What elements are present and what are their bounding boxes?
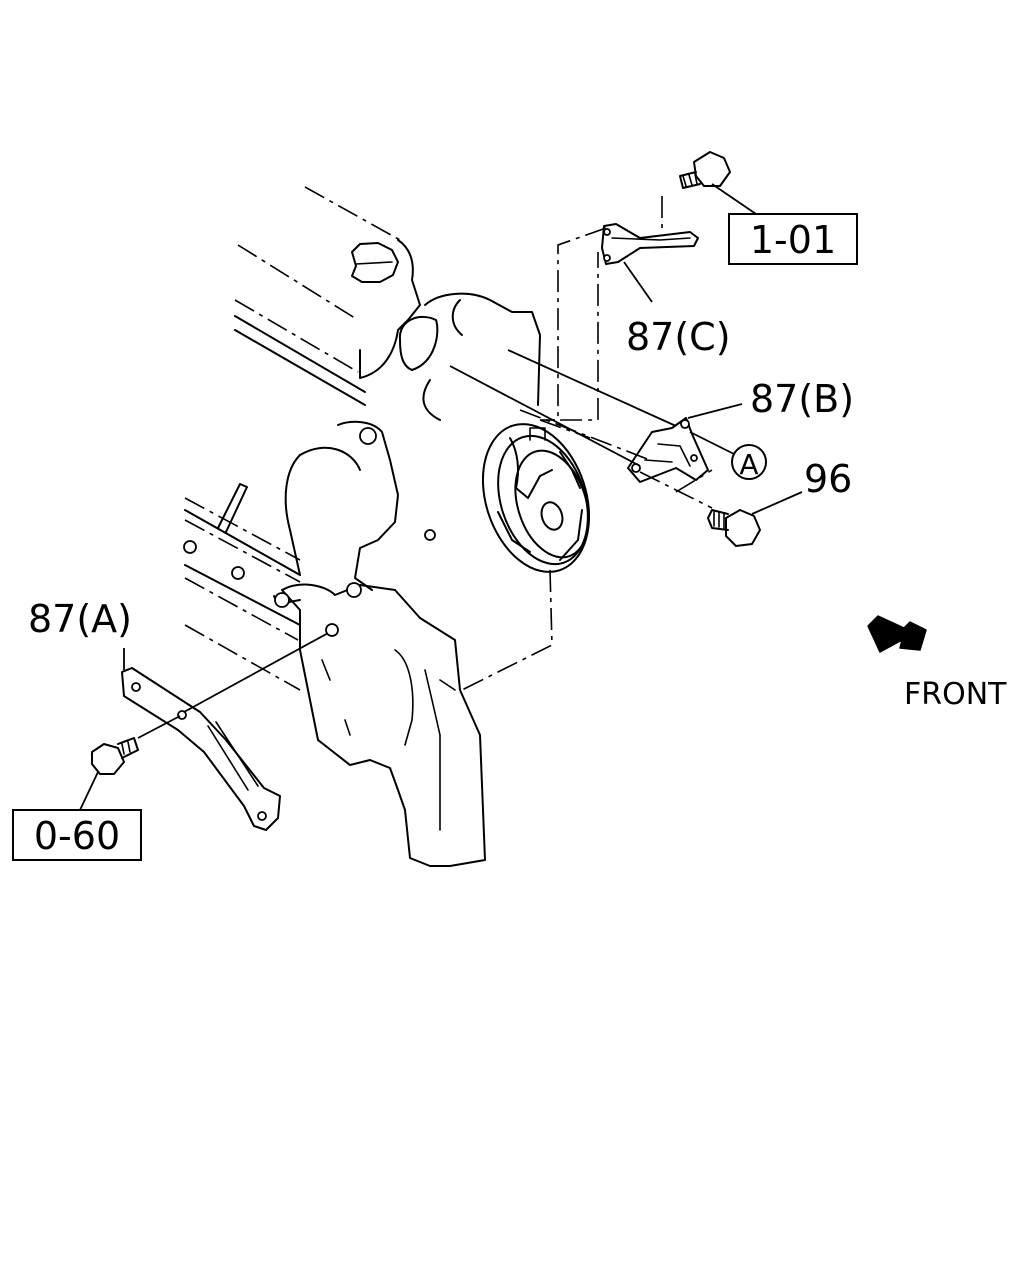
ref-0-60-label: 0-60 [34, 814, 120, 858]
part-87c-label: 87(C) [626, 315, 731, 359]
callout-a: A [731, 444, 767, 481]
bolt-1-01 [679, 151, 757, 215]
engine-block [183, 186, 591, 867]
front-arrow-icon [867, 615, 927, 653]
front-label: FRONT [904, 677, 1007, 712]
part-87b-label: 87(B) [750, 377, 854, 421]
bolt-0-60 [79, 737, 139, 811]
bracket-87c [601, 223, 699, 303]
ref-1-01-label: 1-01 [750, 218, 836, 262]
bracket-87b [449, 349, 743, 509]
reference-box-1-01[interactable]: 1-01 [728, 213, 858, 265]
reference-box-0-60[interactable]: 0-60 [12, 809, 142, 861]
bolt-96 [707, 491, 803, 547]
assembly-guide-lines [461, 196, 663, 691]
part-87a-label: 87(A) [28, 597, 132, 641]
part-96-label: 96 [804, 457, 852, 501]
bracket-87a [121, 623, 339, 831]
callout-a-label: A [739, 448, 758, 481]
